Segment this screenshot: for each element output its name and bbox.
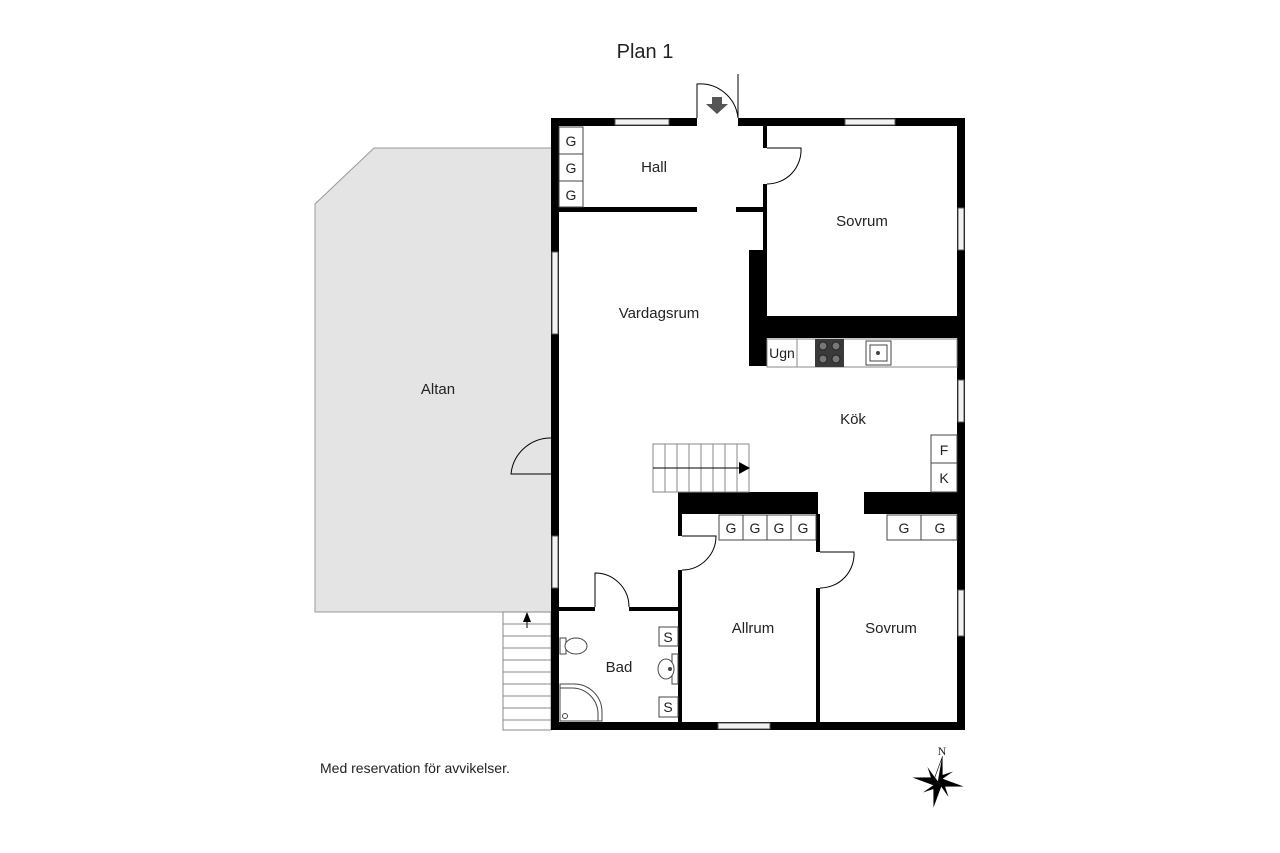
shower-icon (559, 683, 603, 722)
room-label-hall: Hall (641, 159, 667, 176)
plan-title: Plan 1 (617, 41, 674, 63)
allrum-garderob (718, 514, 817, 541)
altan-deck (314, 147, 553, 613)
skap-label: S (663, 629, 672, 645)
disclaimer-text: Med reservation för avvikelser. (320, 760, 510, 776)
sovrum-garderob (886, 514, 958, 541)
garderob-label: G (750, 520, 761, 536)
room-label-allrum: Allrum (732, 620, 775, 637)
kitchen-sink-icon (865, 340, 892, 366)
windows (551, 118, 965, 730)
kitchen-counter (766, 338, 958, 368)
garderob-label: G (774, 520, 785, 536)
toilet-icon (559, 637, 588, 655)
garderob-label: G (798, 520, 809, 536)
room-label-altan: Altan (421, 381, 455, 398)
hall-garderob (558, 126, 584, 208)
freezer-label: F (940, 442, 949, 458)
oven-label: Ugn (769, 345, 795, 361)
compass-icon (912, 756, 964, 808)
deck-stairs (502, 611, 552, 731)
garderob-label: G (566, 187, 577, 203)
room-label-bad: Bad (606, 659, 633, 676)
garderob-label: G (566, 133, 577, 149)
room-label-vardagsrum: Vardagsrum (619, 305, 700, 322)
stairs-arrow-icon (739, 462, 750, 474)
doors (510, 74, 855, 608)
garderob-label: G (726, 520, 737, 536)
fridge-label: K (939, 470, 949, 486)
bathroom-sink-icon (657, 653, 679, 685)
interior-walls (559, 126, 957, 722)
skap-label: S (663, 699, 672, 715)
fridge-freezer (930, 434, 958, 493)
entrance-arrow-icon (706, 97, 728, 114)
room-label-sovrum: Sovrum (836, 213, 888, 230)
bad-skap (658, 626, 679, 718)
garderob-label: G (935, 520, 946, 536)
garderob-label: G (899, 520, 910, 536)
room-label-sovrum: Sovrum (865, 620, 917, 637)
room-label-kok: Kök (840, 411, 866, 428)
stove-icon (815, 339, 844, 367)
garderob-label: G (566, 160, 577, 176)
compass-north-label: N (938, 744, 947, 758)
deck-stairs-arrow-icon (523, 612, 531, 622)
interior-stairs (652, 443, 750, 493)
